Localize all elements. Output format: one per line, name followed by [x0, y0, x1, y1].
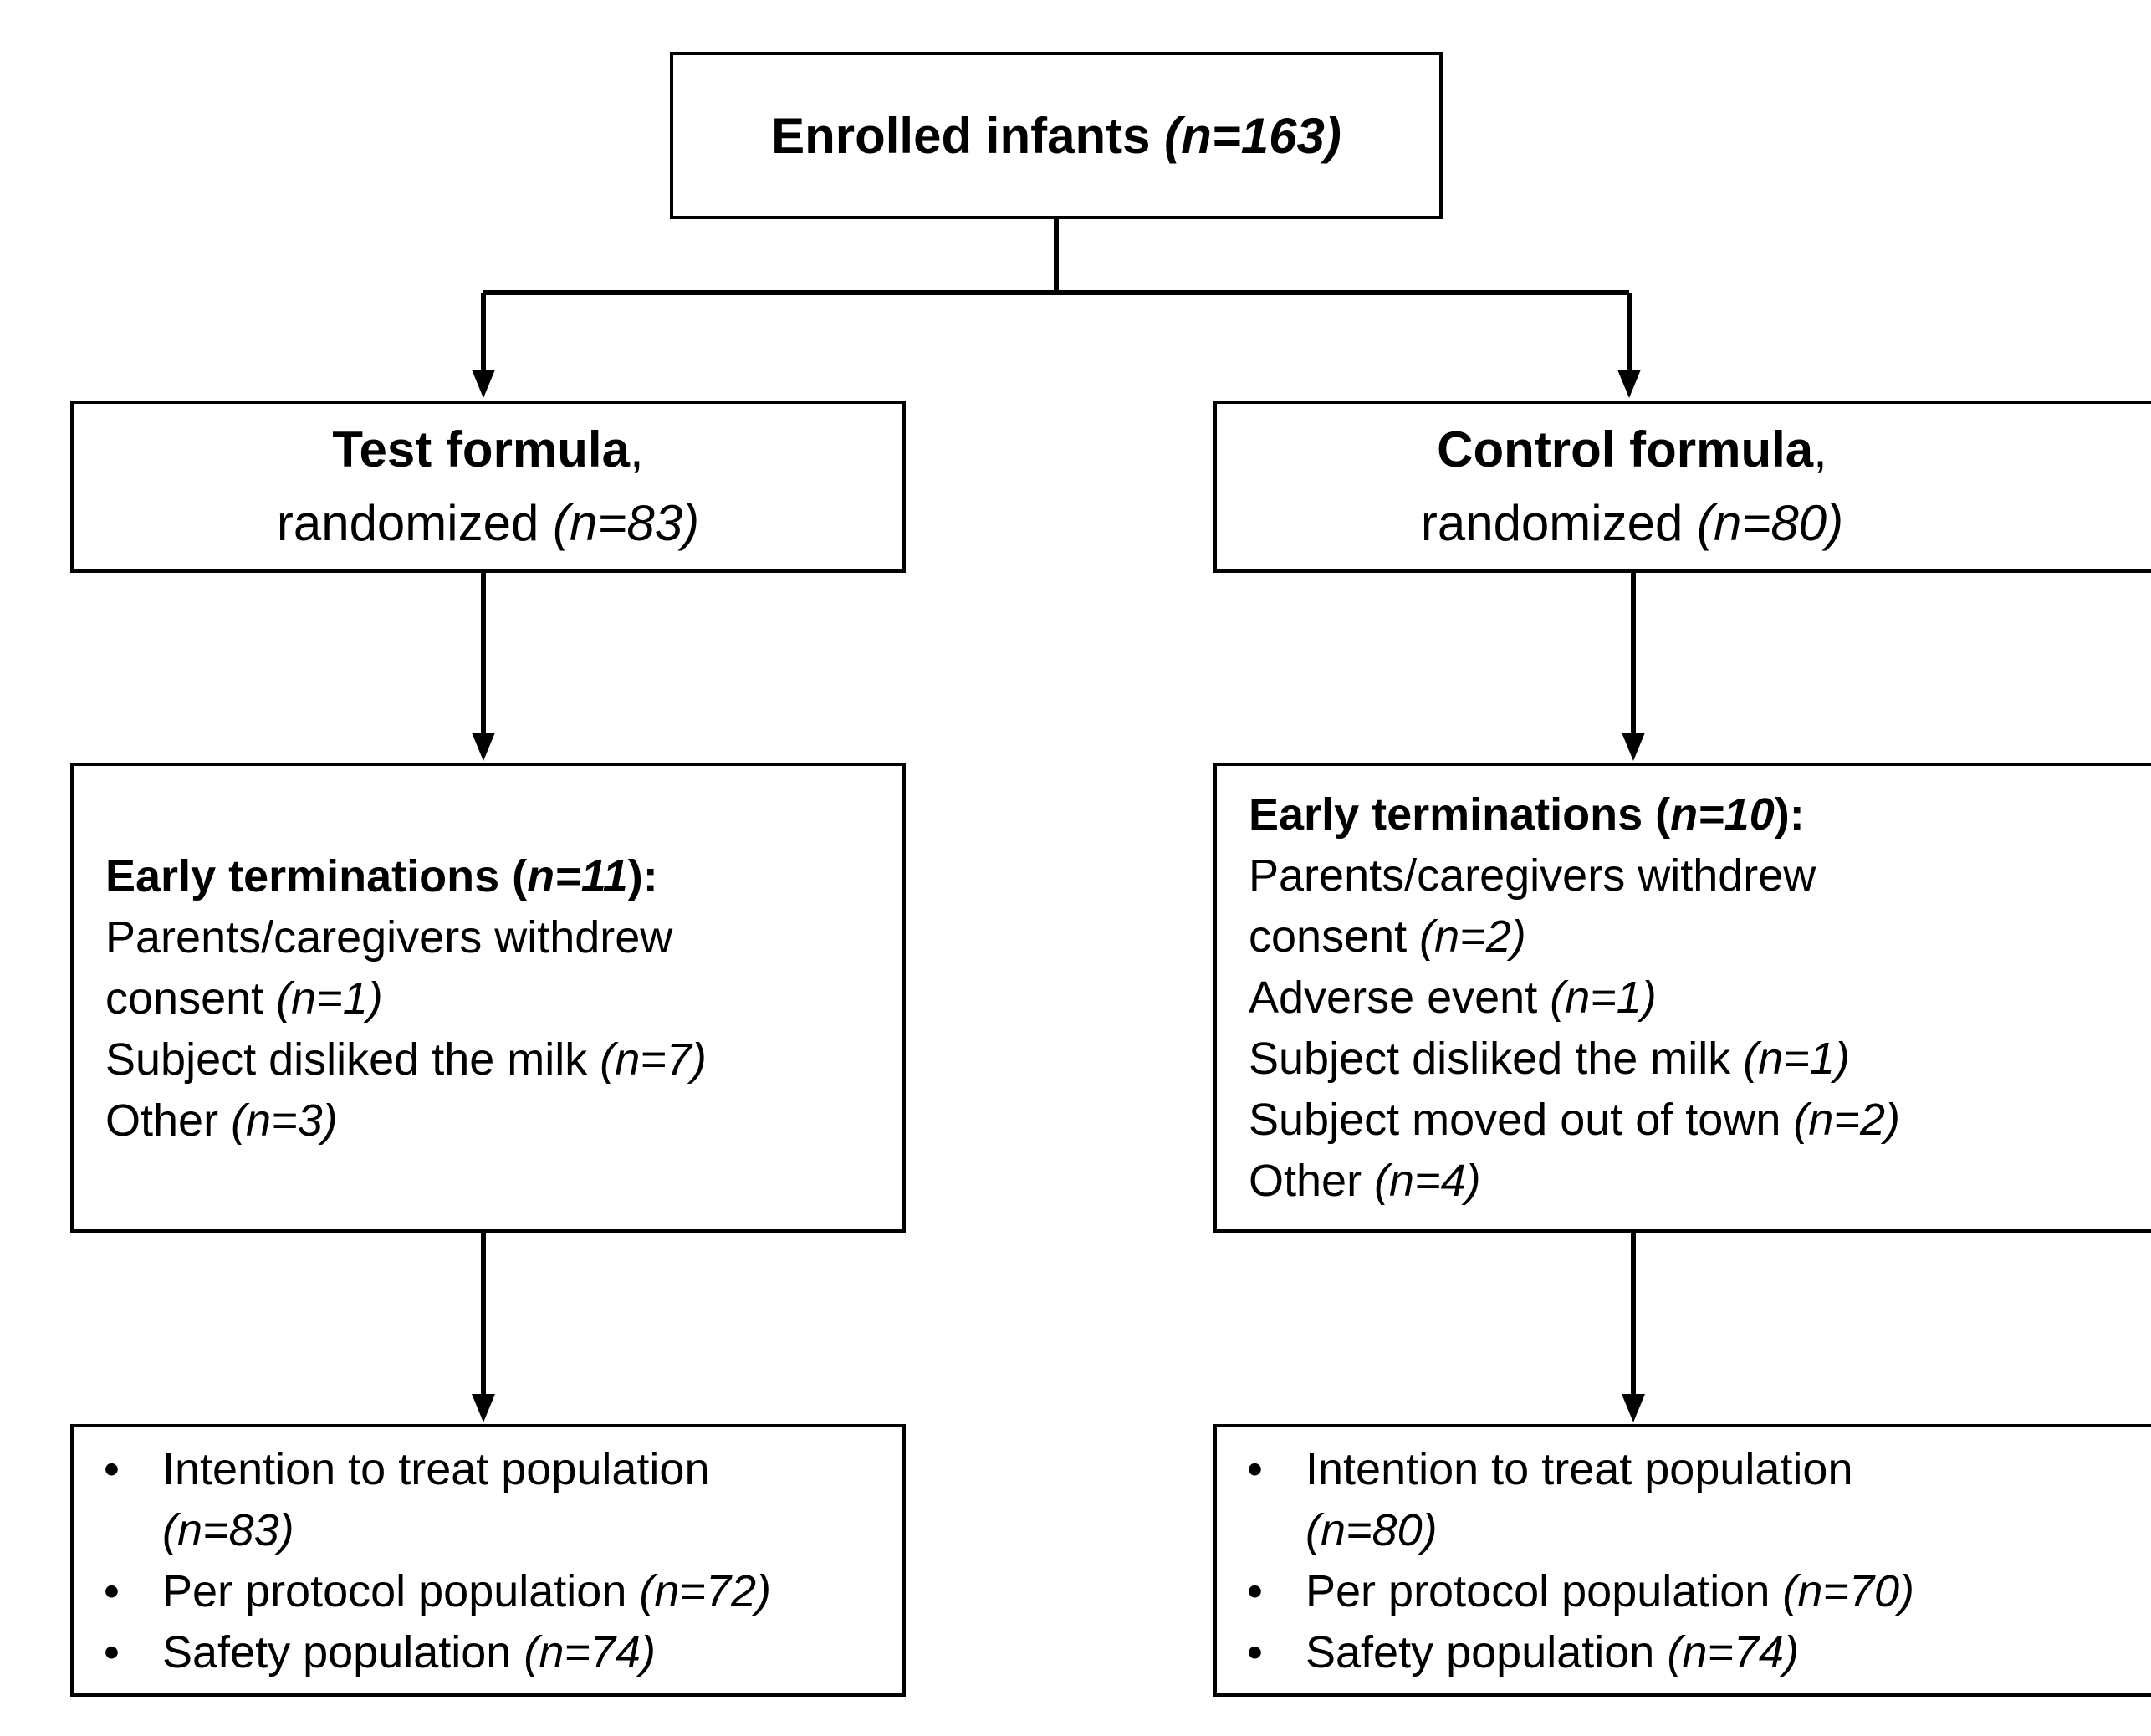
- test-arm-box: Test formula, randomized (n=83): [70, 401, 906, 573]
- reason-count: (n=1): [276, 973, 383, 1024]
- test-arm-randomized-label: randomized: [276, 495, 539, 551]
- test-arm-randomized-line: randomized (n=83): [277, 487, 699, 560]
- reason-count: (n=2): [1793, 1095, 1900, 1145]
- population-label: Per protocol population: [162, 1566, 627, 1616]
- control-arm-comma: ,: [1813, 421, 1827, 477]
- test-terminations-heading-text: Early terminations (: [105, 851, 528, 901]
- test-populations-box: • Intention to treat population (n=83) •…: [70, 1424, 906, 1697]
- population-item: • Per protocol population (n=70): [1217, 1561, 2151, 1622]
- control-arm-box: Control formula, randomized (n=80): [1213, 401, 2151, 573]
- bullet-icon: •: [104, 1566, 120, 1616]
- test-termination-reason: Other (n=3): [105, 1090, 902, 1151]
- population-count: (n=70): [1782, 1566, 1914, 1616]
- test-arm-name: Test formula: [332, 421, 630, 477]
- reason-count: (n=1): [1743, 1034, 1850, 1084]
- reason-label: Subject disliked the milk: [105, 1034, 588, 1085]
- bullet-icon: •: [104, 1627, 120, 1677]
- control-terminations-heading: Early terminations (n=10):: [1249, 784, 2151, 845]
- control-termination-reason: Adverse event (n=1): [1249, 968, 2151, 1029]
- bullet-icon: •: [104, 1444, 120, 1494]
- test-termination-reason: Subject disliked the milk (n=7): [105, 1029, 902, 1090]
- control-terminations-heading-close: ):: [1774, 789, 1805, 840]
- test-termination-reason: consent (n=1): [105, 968, 902, 1029]
- reason-count: (n=2): [1419, 911, 1526, 962]
- population-label: Safety population: [162, 1627, 512, 1677]
- test-terminations-heading: Early terminations (n=11):: [105, 846, 902, 907]
- population-label: Per protocol population: [1305, 1566, 1770, 1616]
- reason-label: Subject disliked the milk: [1249, 1034, 1731, 1084]
- control-populations-box: • Intention to treat population (n=80) •…: [1213, 1424, 2151, 1697]
- population-item: • Intention to treat population (n=83): [74, 1439, 902, 1561]
- reason-count: (n=4): [1374, 1156, 1481, 1206]
- test-arm-title-line: Test formula,: [332, 413, 643, 487]
- enrolled-label: Enrolled infants: [771, 107, 1151, 164]
- reason-count: (n=1): [1550, 973, 1657, 1023]
- population-count: (n=74): [524, 1627, 656, 1677]
- test-arm-randomized-count: (n=83): [553, 495, 700, 551]
- control-termination-reason: Parents/caregivers withdrew: [1249, 845, 2151, 906]
- control-terminations-box: Early terminations (n=10): Parents/careg…: [1213, 763, 2151, 1233]
- reason-label: Adverse event: [1249, 973, 1538, 1023]
- arrowhead-test-populations: [472, 1394, 495, 1422]
- control-arm-name: Control formula: [1437, 421, 1814, 477]
- test-termination-reason: Parents/caregivers withdrew: [105, 907, 902, 968]
- control-termination-reason: consent (n=2): [1249, 906, 2151, 968]
- arrowhead-control-populations: [1622, 1394, 1645, 1422]
- test-arm-comma: ,: [629, 421, 644, 477]
- reason-label: Subject moved out of town: [1249, 1095, 1781, 1145]
- reason-count: (n=7): [600, 1034, 707, 1085]
- arrowhead-control-arm: [1617, 370, 1641, 398]
- population-count: (n=74): [1667, 1627, 1799, 1677]
- population-item: • Safety population (n=74): [1217, 1622, 2151, 1683]
- reason-label: Parents/caregivers withdrew: [105, 912, 673, 962]
- reason-label: Other: [105, 1095, 219, 1146]
- control-arm-randomized-count: (n=80): [1697, 495, 1844, 551]
- arrowhead-control-terminations: [1622, 733, 1645, 761]
- control-arm-title-line: Control formula,: [1437, 413, 1827, 487]
- enrolled-count: (n=163): [1164, 107, 1341, 164]
- enrolled-box: Enrolled infants (n=163): [670, 52, 1443, 219]
- population-item: • Intention to treat population (n=80): [1217, 1439, 2151, 1561]
- control-termination-reason: Other (n=4): [1249, 1151, 2151, 1212]
- arrowhead-test-arm: [472, 370, 495, 398]
- test-terminations-heading-close: ):: [627, 851, 658, 901]
- control-arm-randomized-line: randomized (n=80): [1421, 487, 1843, 560]
- reason-label: Parents/caregivers withdrew: [1249, 850, 1816, 901]
- control-arm-randomized-label: randomized: [1420, 495, 1684, 551]
- population-label: Intention to treat population: [1305, 1444, 1853, 1494]
- population-item: • Per protocol population (n=72): [74, 1561, 902, 1622]
- population-count: (n=80): [1305, 1505, 1438, 1555]
- reason-count: (n=3): [231, 1095, 338, 1146]
- population-label: Safety population: [1305, 1627, 1655, 1677]
- reason-label: consent: [105, 973, 264, 1024]
- population-count: (n=83): [162, 1505, 294, 1555]
- control-termination-reason: Subject disliked the milk (n=1): [1249, 1029, 2151, 1090]
- bullet-icon: •: [1247, 1566, 1263, 1616]
- test-terminations-box: Early terminations (n=11): Parents/careg…: [70, 763, 906, 1233]
- control-terminations-heading-text: Early terminations (: [1249, 789, 1671, 840]
- test-terminations-count: n=11: [527, 851, 628, 901]
- population-label: Intention to treat population: [162, 1444, 710, 1494]
- bullet-icon: •: [1247, 1444, 1263, 1494]
- population-item: • Safety population (n=74): [74, 1622, 902, 1683]
- control-termination-reason: Subject moved out of town (n=2): [1249, 1090, 2151, 1151]
- population-count: (n=72): [639, 1566, 771, 1616]
- reason-label: consent: [1249, 911, 1408, 962]
- reason-label: Other: [1249, 1156, 1362, 1206]
- arrowhead-test-terminations: [472, 733, 495, 761]
- bullet-icon: •: [1247, 1627, 1263, 1677]
- control-terminations-count: n=10: [1670, 789, 1775, 840]
